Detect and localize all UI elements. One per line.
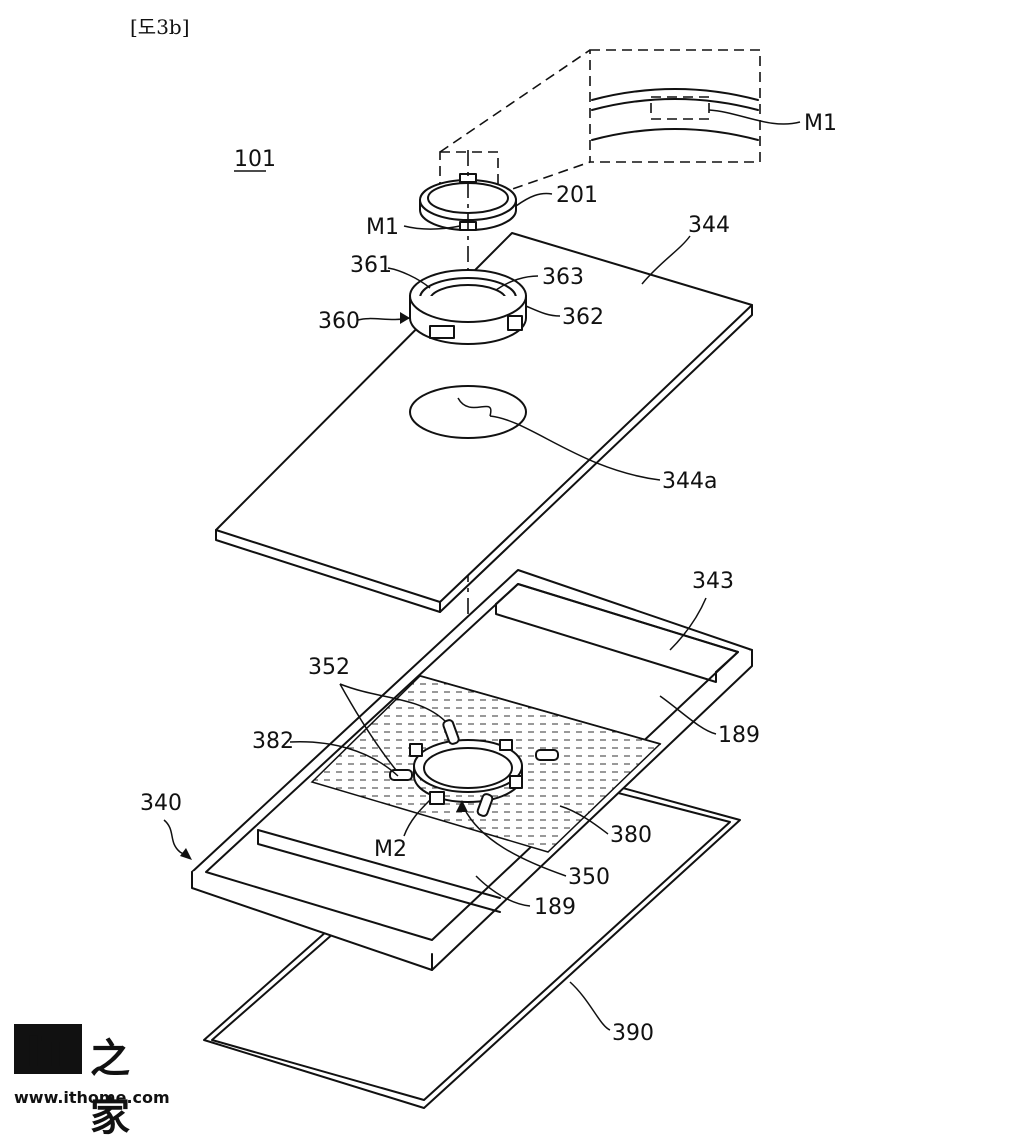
arrow-350 — [456, 800, 468, 812]
label-362: 362 — [562, 305, 604, 330]
label-m1-top: M1 — [804, 111, 837, 136]
leader-352-b — [339, 683, 397, 771]
ring-201: 201 M1 — [366, 173, 598, 240]
label-m1-ring: M1 — [366, 215, 399, 240]
magnet-m2-b — [509, 775, 523, 789]
ring-360-front — [409, 295, 527, 323]
leader-380 — [559, 805, 609, 835]
leader-363 — [495, 275, 539, 291]
label-360: 360 — [318, 309, 360, 334]
ring-360-magnet-1 — [429, 325, 455, 339]
magnet-m2-a — [409, 743, 423, 757]
inset-arc-inner-1 — [591, 98, 759, 111]
magnet-m2-d — [499, 739, 513, 751]
wall-lower-front — [257, 829, 501, 913]
coil-350-inner — [423, 747, 513, 789]
label-189-bottom: 189 — [534, 895, 576, 920]
ring-360: 361 363 362 360 — [318, 253, 604, 345]
leader-352-a — [339, 683, 447, 723]
leader-344 — [641, 235, 691, 285]
wall-343-top — [495, 583, 739, 673]
leader-344a — [489, 415, 661, 481]
leader-340 — [163, 819, 191, 859]
hole-curl — [457, 397, 492, 417]
watermark-logo: IT 之家 www.ithome.com — [14, 1022, 170, 1140]
leader-m1-ring — [403, 225, 461, 230]
housing-340: 352 382 M2 350 380 189 189 343 340 — [140, 569, 760, 971]
ref-101: 101 — [234, 147, 276, 172]
label-344a: 344a — [662, 469, 717, 494]
label-343: 343 — [692, 569, 734, 594]
leader-189-bottom — [475, 875, 531, 907]
figure-label: [도3b] — [130, 15, 190, 39]
inset-arc-outer — [591, 88, 759, 101]
patent-drawing: [도3b] 101 M1 201 M1 344a — [130, 15, 837, 1109]
inset-projection-upper — [439, 49, 591, 153]
leader-382 — [289, 741, 399, 777]
label-380: 380 — [610, 823, 652, 848]
label-390: 390 — [612, 1021, 654, 1046]
pin-352-a — [442, 719, 460, 745]
logo-mark-text: IT — [26, 1027, 71, 1076]
label-189-right: 189 — [718, 723, 760, 748]
wall-343-front — [495, 603, 717, 683]
arrow-340 — [180, 848, 192, 860]
pin-352-b — [535, 749, 559, 761]
it-logo-icon: IT — [14, 1024, 82, 1076]
leader-201 — [515, 192, 553, 207]
leader-m1-top — [708, 109, 801, 125]
leader-350 — [463, 807, 567, 877]
ring-360-magnet-2 — [507, 315, 523, 331]
label-m2: M2 — [374, 837, 407, 862]
leader-343 — [669, 597, 707, 651]
arrow-360 — [400, 312, 410, 324]
label-201: 201 — [556, 183, 598, 208]
logo-cn-text: 之家 — [90, 1035, 132, 1140]
pin-352-d — [476, 793, 494, 817]
rear-plate-344: 344a 344 — [215, 213, 753, 613]
leader-189-right — [659, 695, 717, 735]
label-361: 361 — [350, 253, 392, 278]
leader-362 — [525, 305, 561, 317]
logo-url: www.ithome.com — [14, 1088, 170, 1107]
label-350: 350 — [568, 865, 610, 890]
label-363: 363 — [542, 265, 584, 290]
label-352: 352 — [308, 655, 350, 680]
detail-inset: M1 — [439, 49, 837, 195]
magnet-m2-c — [429, 791, 445, 805]
leader-390 — [569, 981, 611, 1031]
inset-frame — [589, 49, 761, 163]
leader-361 — [387, 267, 431, 289]
label-344: 344 — [688, 213, 730, 238]
plate-344a-hole — [409, 385, 527, 439]
inset-arc-inner-2 — [591, 128, 759, 141]
inset-projection-lower — [497, 161, 591, 195]
pin-352-c — [389, 769, 413, 781]
leader-m2 — [403, 799, 431, 837]
inset-m1-block — [650, 96, 710, 120]
divider-lower — [257, 829, 501, 899]
label-382: 382 — [252, 729, 294, 754]
label-340: 340 — [140, 791, 182, 816]
